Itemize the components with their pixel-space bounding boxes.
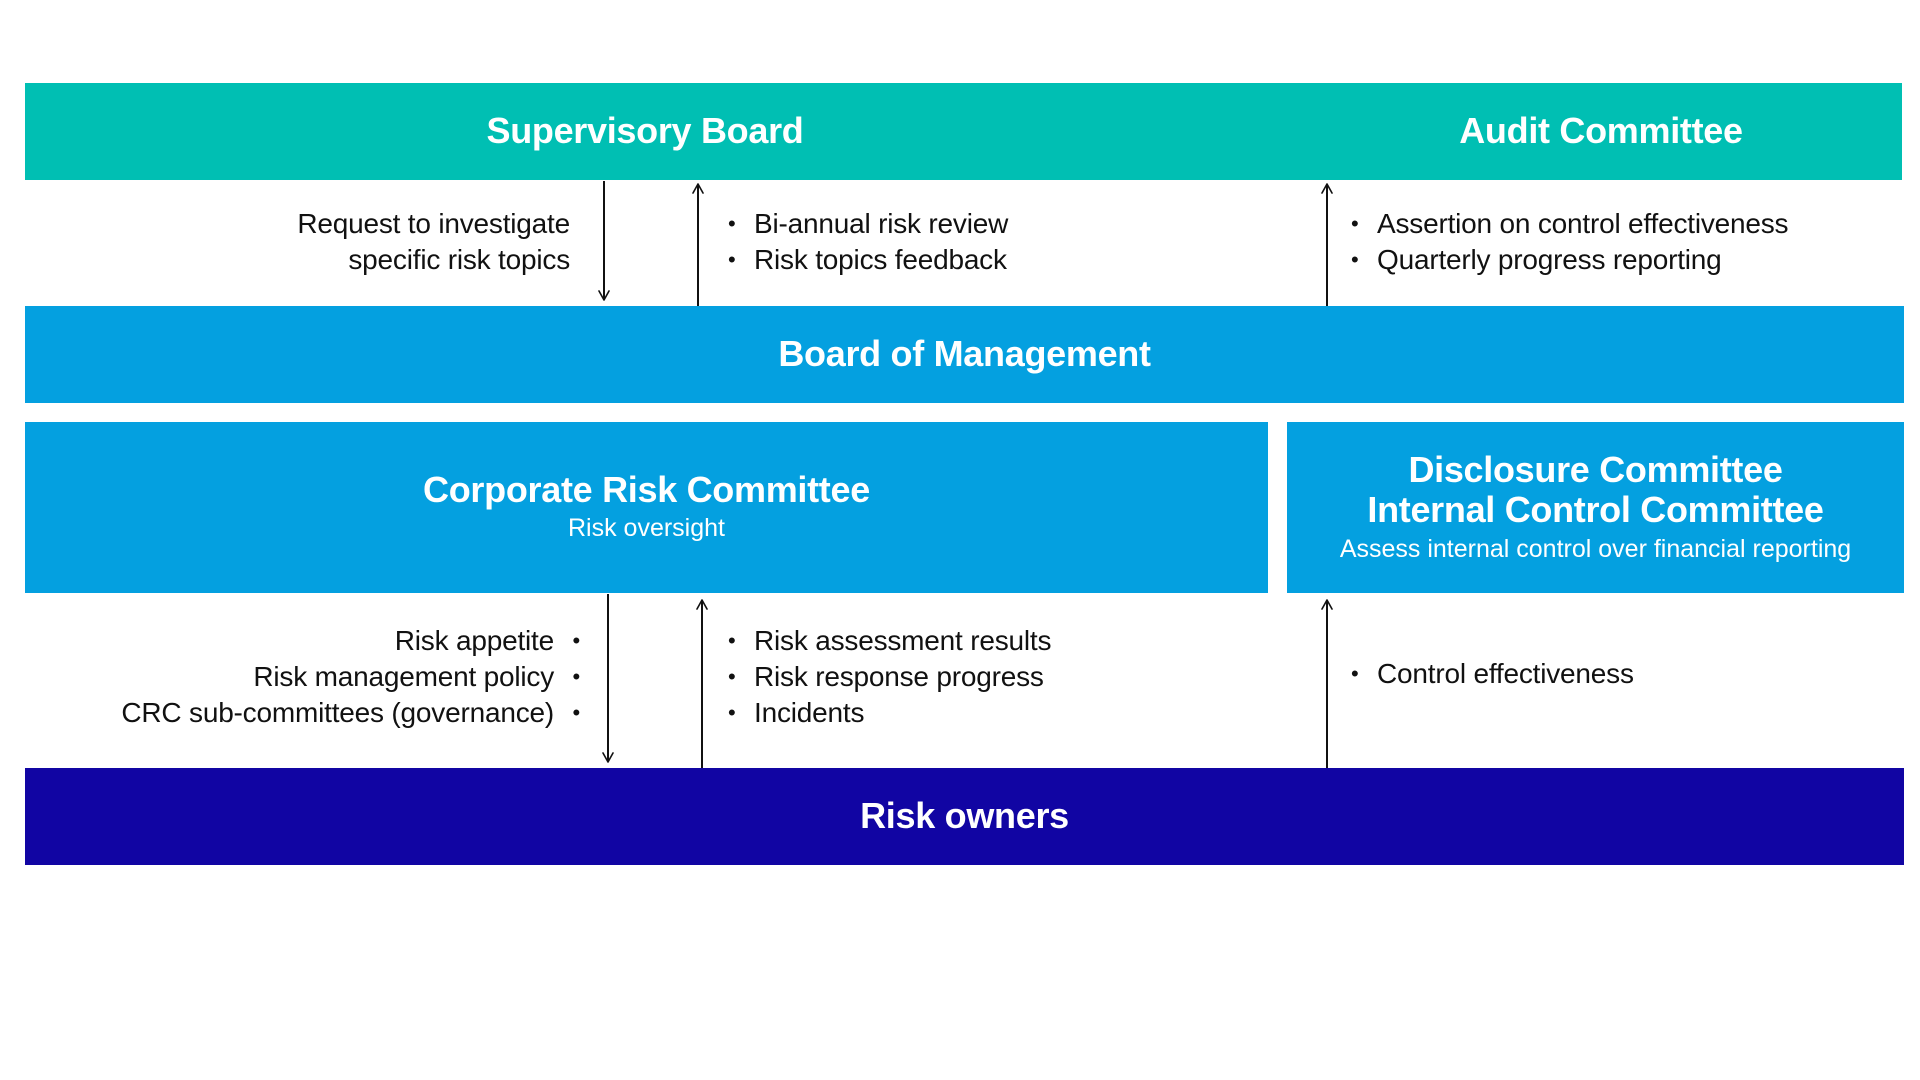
flow-sb-to-bom-line2: specific risk topics [348,244,570,275]
audit-committee-box: Audit Committee [1300,83,1902,180]
flow-bom-to-sb: Bi-annual risk review Risk topics feedba… [728,206,1008,278]
risk-owners-box: Risk owners [25,768,1904,865]
flow-sb-to-bom: Request to investigate specific risk top… [230,206,570,278]
risk-owners-title: Risk owners [860,795,1069,837]
disclosure-committee-title: Disclosure Committee [1408,448,1783,490]
disclosure-committee-box: Disclosure Committee Internal Control Co… [1287,422,1904,593]
flow-crc-to-owners: Risk appetite Risk management policy CRC… [60,623,580,731]
corporate-risk-committee-box: Corporate Risk Committee Risk oversight [25,422,1268,593]
board-of-management-box: Board of Management [25,306,1904,403]
list-item: Risk appetite [60,623,580,659]
flow-owners-to-disclosure: Control effectiveness [1351,656,1634,692]
corporate-risk-committee-title: Corporate Risk Committee [423,469,870,511]
list-item: Assertion on control effectiveness [1351,206,1789,242]
supervisory-board-band [25,83,1902,180]
list-item: Risk response progress [728,659,1051,695]
supervisory-board-box: Supervisory Board [25,83,1265,180]
board-of-management-title: Board of Management [778,333,1151,375]
list-item: Incidents [728,695,1051,731]
supervisory-board-title: Supervisory Board [486,110,804,152]
flow-sb-to-bom-line1: Request to investigate [297,208,570,239]
list-item: Risk topics feedback [728,242,1008,278]
audit-committee-title: Audit Committee [1459,110,1743,152]
list-item: Risk management policy [60,659,580,695]
internal-control-committee-title: Internal Control Committee [1367,489,1824,531]
flow-bom-to-audit: Assertion on control effectiveness Quart… [1351,206,1789,278]
list-item: CRC sub-committees (governance) [60,695,580,731]
list-item: Quarterly progress reporting [1351,242,1788,278]
flow-owners-to-crc: Risk assessment results Risk response pr… [728,623,1051,731]
list-item: Bi-annual risk review [728,206,1008,242]
disclosure-committee-subtitle: Assess internal control over financial r… [1339,534,1852,563]
list-item: Control effectiveness [1351,656,1634,692]
list-item: Risk assessment results [728,623,1051,659]
corporate-risk-committee-subtitle: Risk oversight [568,514,725,543]
